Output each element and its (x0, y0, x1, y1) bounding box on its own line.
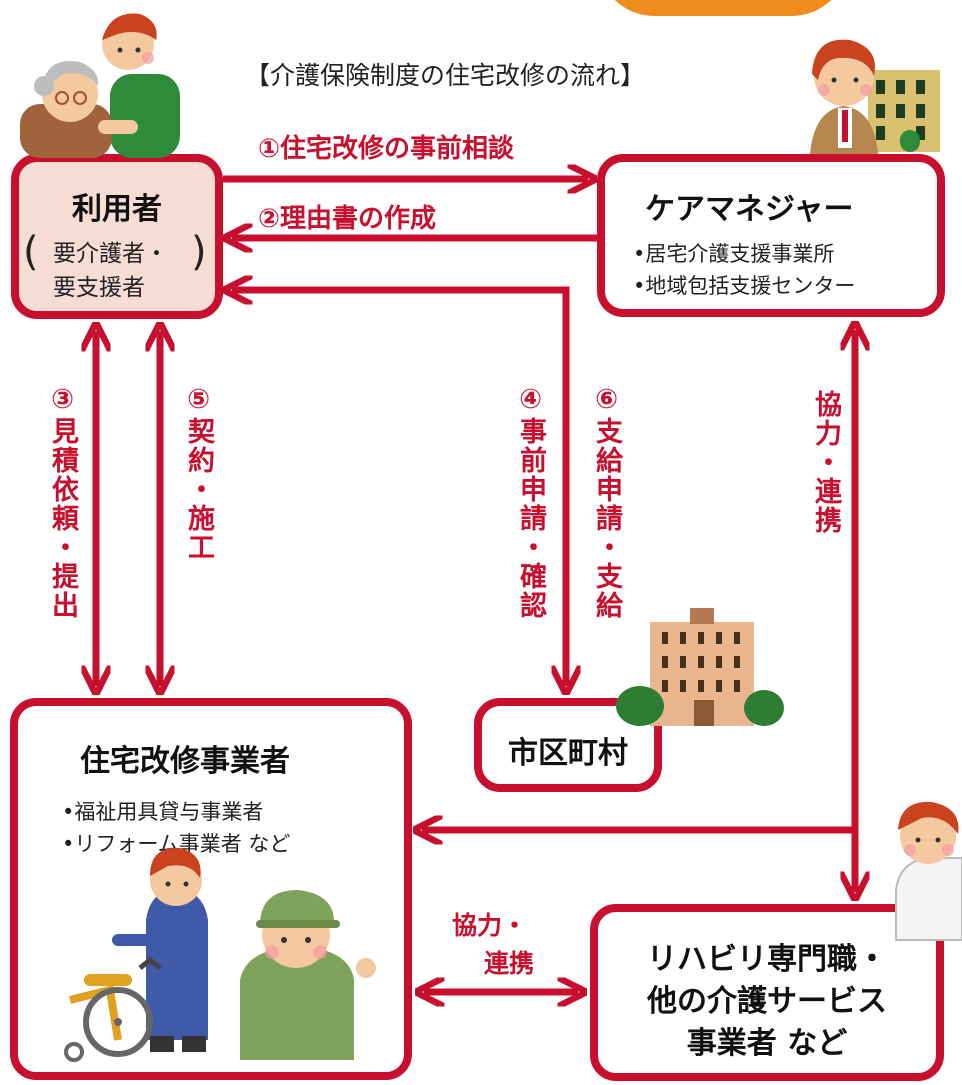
user-box-title: 利用者 (72, 192, 162, 227)
label-step3: ③見積依頼・提出 (47, 384, 78, 620)
care-manager-box: ケアマネジャー •居宅介護支援事業所 •地域包括支援センター (597, 154, 945, 317)
wheelchair-icon (64, 956, 162, 1062)
rehab-therapist-illustration (895, 801, 962, 941)
user-box-line1: 要介護者・ (53, 241, 168, 267)
rehab-line3: 事業者 など (686, 1026, 848, 1061)
care-manager-title: ケアマネジャー (645, 192, 854, 227)
care-manager-bullet2: •地域包括支援センター (633, 274, 856, 298)
label-step6: ⑥支給申請・支給 (591, 384, 622, 620)
rehab-line2: 他の介護サービス (647, 984, 887, 1019)
paren-left: ( (23, 229, 39, 275)
care-manager-bullet1: •居宅介護支援事業所 (633, 242, 835, 266)
city-title: 市区町村 (508, 736, 628, 771)
rehab-box: リハビリ専門職・ 他の介護サービス 事業者 など (590, 904, 944, 1081)
label-coop-bottom-2: 連携 (484, 949, 535, 978)
user-box: 利用者 ( 要介護者・ 要支援者 ) (11, 154, 223, 319)
contractor-illustration (112, 847, 376, 1060)
rehab-line1: リハビリ専門職・ (647, 942, 887, 977)
contractor-bullet1: •福祉用具貸与事業者 (62, 800, 264, 824)
contractor-title: 住宅改修事業者 (80, 744, 290, 779)
label-step5: ⑤契約・施工 (183, 384, 214, 562)
arrow-step4-6 (232, 290, 566, 686)
label-coop-vertical: 協力・連携 (810, 390, 841, 535)
care-manager-illustration (810, 39, 940, 154)
label-step4: ④事前申請・確認 (515, 384, 546, 620)
city-hall-illustration (616, 608, 784, 726)
elderly-caregiver-illustration (20, 13, 180, 158)
label-coop-bottom-1: 協力・ (452, 911, 528, 940)
user-box-line2: 要支援者 (53, 275, 145, 301)
page-title: 【介護保険制度の住宅改修の流れ】 (245, 61, 646, 90)
label-step2: ②理由書の作成 (258, 204, 437, 234)
label-step1: ①住宅改修の事前相談 (258, 134, 515, 164)
city-box: 市区町村 (474, 698, 662, 792)
top-orange-shape (598, 0, 848, 16)
paren-right: ) (191, 229, 207, 275)
